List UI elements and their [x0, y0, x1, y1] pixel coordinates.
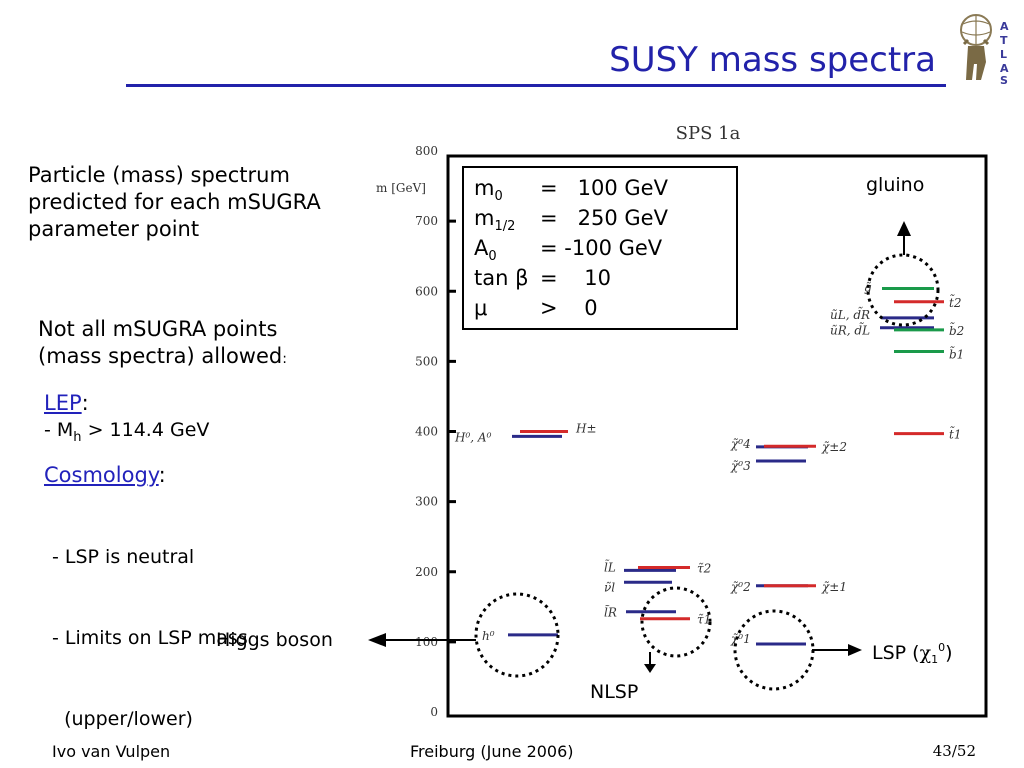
slide-title: SUSY mass spectra [609, 40, 936, 80]
lep-item: - Mh > 114.4 GeV [44, 419, 210, 445]
particle-label: τ̃1 [697, 613, 711, 627]
param-tanbeta: tan β= 10 [474, 266, 612, 290]
gluino-label: gluino [866, 174, 924, 196]
lep-heading: LEP: [44, 391, 89, 415]
y-axis-label: m [GeV] [376, 181, 426, 195]
particle-label: h⁰ [482, 629, 495, 643]
lsp-circle [733, 609, 815, 691]
y-tick-label: 200 [415, 565, 438, 579]
cosmology-item: - Limits on LSP mass [52, 627, 248, 649]
nlsp-circle [640, 586, 712, 658]
intro-text: Particle (mass) spectrum predicted for e… [28, 162, 321, 243]
param-m0: m0= 100 GeV [474, 176, 668, 205]
intro-line: Particle (mass) spectrum [28, 163, 290, 187]
higgs-circle [474, 592, 560, 678]
nlsp-arrowhead [644, 664, 656, 673]
param-mu: μ> 0 [474, 296, 598, 320]
not-all-line: Not all mSUGRA points [38, 317, 278, 341]
particle-label: H± [575, 422, 597, 436]
particle-label: τ̃2 [697, 562, 711, 576]
footer-author: Ivo van Vulpen [52, 742, 171, 761]
y-tick-label: 500 [415, 354, 438, 368]
page-number: 43/52 [932, 742, 976, 760]
intro-line: predicted for each mSUGRA [28, 190, 321, 214]
particle-label: ν̃l [604, 580, 615, 594]
level-labels: h⁰ H⁰, A⁰ H± l̃L τ̃2 ν̃l l̃R τ̃1 χ̃⁰4 χ̃±2 χ̃⁰3 χ̃⁰… [454, 280, 964, 646]
svg-text:A: A [1000, 20, 1009, 33]
plot-frame [446, 154, 988, 718]
lsp-arrowhead [848, 644, 862, 656]
svg-text:T: T [1000, 34, 1008, 47]
chart-title: SPS 1a [676, 123, 741, 144]
cosmology-item: (upper/lower) [52, 708, 193, 730]
particle-label: χ̃⁰4 [730, 437, 751, 451]
title-rule [126, 84, 946, 87]
svg-text:S: S [1000, 74, 1008, 84]
particle-label: χ̃±1 [821, 580, 847, 594]
particle-label: ũR, d̃L [830, 322, 870, 338]
particle-label: ũL, d̃R [830, 306, 870, 322]
gluino-circle [866, 253, 940, 327]
y-tick-label: 100 [415, 635, 438, 649]
param-m12: m1/2= 250 GeV [474, 206, 668, 235]
footer-event: Freiburg (June 2006) [410, 742, 574, 761]
nlsp-label: NLSP [590, 681, 638, 703]
cosmology-link[interactable]: Cosmology [44, 463, 159, 487]
particle-label: b̃1 [949, 346, 964, 362]
param-a0: A0= -100 GeV [474, 236, 663, 265]
svg-text:L: L [1000, 48, 1007, 61]
particle-label: χ̃±2 [821, 440, 847, 454]
intro-line: parameter point [28, 217, 200, 241]
cosmology-items: - LSP is neutral - Limits on LSP mass (u… [52, 490, 248, 760]
y-ticks: 0 100 200 300 400 500 600 700 800 [415, 144, 456, 719]
svg-text:A: A [1000, 62, 1009, 75]
parameter-box: m0= 100 GeV m1/2= 250 GeV A0= -100 GeV t… [462, 166, 738, 330]
y-tick-label: 700 [415, 214, 438, 228]
particle-label: χ̃⁰1 [730, 632, 751, 646]
higgs-arrowhead [368, 633, 386, 647]
higgs-boson-label: Higgs boson [216, 629, 333, 651]
lsp-label: LSP (χ10) [872, 641, 953, 666]
particle-label: χ̃⁰2 [730, 580, 751, 594]
particle-label: t̃1 [949, 426, 961, 442]
atlas-logo: A T L A S [954, 10, 1022, 87]
particle-label: t̃2 [949, 294, 961, 310]
y-tick-label: 300 [415, 495, 438, 509]
particle-label: l̃R [604, 604, 617, 620]
not-all-text: Not all mSUGRA points (mass spectra) all… [38, 316, 287, 373]
y-tick-label: 400 [415, 425, 438, 439]
lep-link[interactable]: LEP [44, 391, 82, 415]
mass-levels [508, 286, 944, 646]
particle-label: l̃L [604, 559, 616, 575]
gluino-arrowhead [897, 221, 911, 236]
particle-label: H⁰, A⁰ [454, 430, 492, 444]
cosmology-item: - LSP is neutral [52, 546, 195, 568]
particle-label: χ̃⁰3 [730, 459, 751, 473]
y-tick-label: 0 [430, 705, 438, 719]
y-tick-label: 600 [415, 284, 438, 298]
particle-label: b̃2 [949, 322, 964, 338]
y-tick-label: 800 [415, 144, 438, 158]
cosmology-heading: Cosmology: [44, 463, 166, 487]
not-all-line: (mass spectra) allowed: [38, 344, 287, 368]
